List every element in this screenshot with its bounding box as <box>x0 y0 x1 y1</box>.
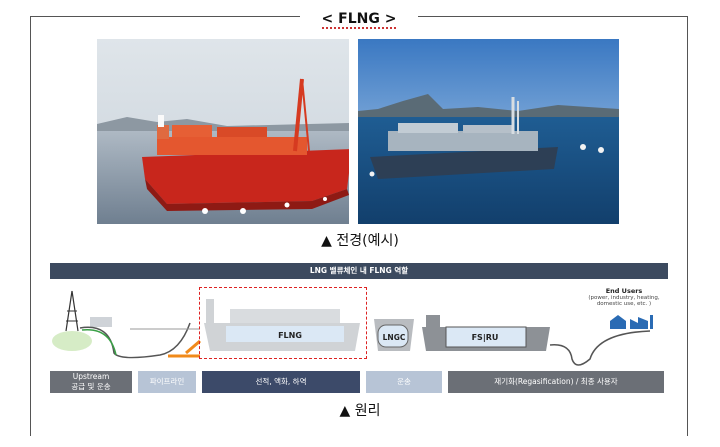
fsru-label: FS|RU <box>471 333 499 342</box>
fsru-ship-icon <box>422 315 550 351</box>
house-icon <box>610 315 626 329</box>
flng-ship-icon <box>204 299 360 351</box>
lngc-label: LNGC <box>382 333 406 342</box>
photos-caption: ▲ 전경(예시) <box>321 233 399 249</box>
page-title: < FLNG > <box>300 8 418 30</box>
diagram-banner: LNG 밸류체인 내 FLNG 역할 <box>50 263 668 279</box>
oil-rig-icon <box>65 290 112 332</box>
diagram-illustration <box>52 290 653 366</box>
category-transport: 운송 <box>366 371 442 393</box>
photo-blue-flng <box>358 39 619 224</box>
value-chain-diagram: LNG 밸류체인 내 FLNG 역할 <box>50 263 668 395</box>
factory-icon <box>630 315 653 329</box>
end-users-title: End Users <box>605 287 643 295</box>
diagram-caption: ▲ 원리 <box>339 403 381 419</box>
lngc-ship-icon <box>374 319 414 351</box>
flng-highlight-box <box>199 287 367 359</box>
end-users-description: (power, industry, heating, domestic use,… <box>588 295 660 307</box>
flng-label: FLNG <box>278 331 302 340</box>
category-pipeline: 파이프라인 <box>138 371 196 393</box>
category-regasification: 재기화(Regasification) / 최종 사용자 <box>448 371 664 393</box>
category-loading-liquefaction: 선적, 액화, 하역 <box>202 371 360 393</box>
photo-red-flng <box>97 39 349 224</box>
